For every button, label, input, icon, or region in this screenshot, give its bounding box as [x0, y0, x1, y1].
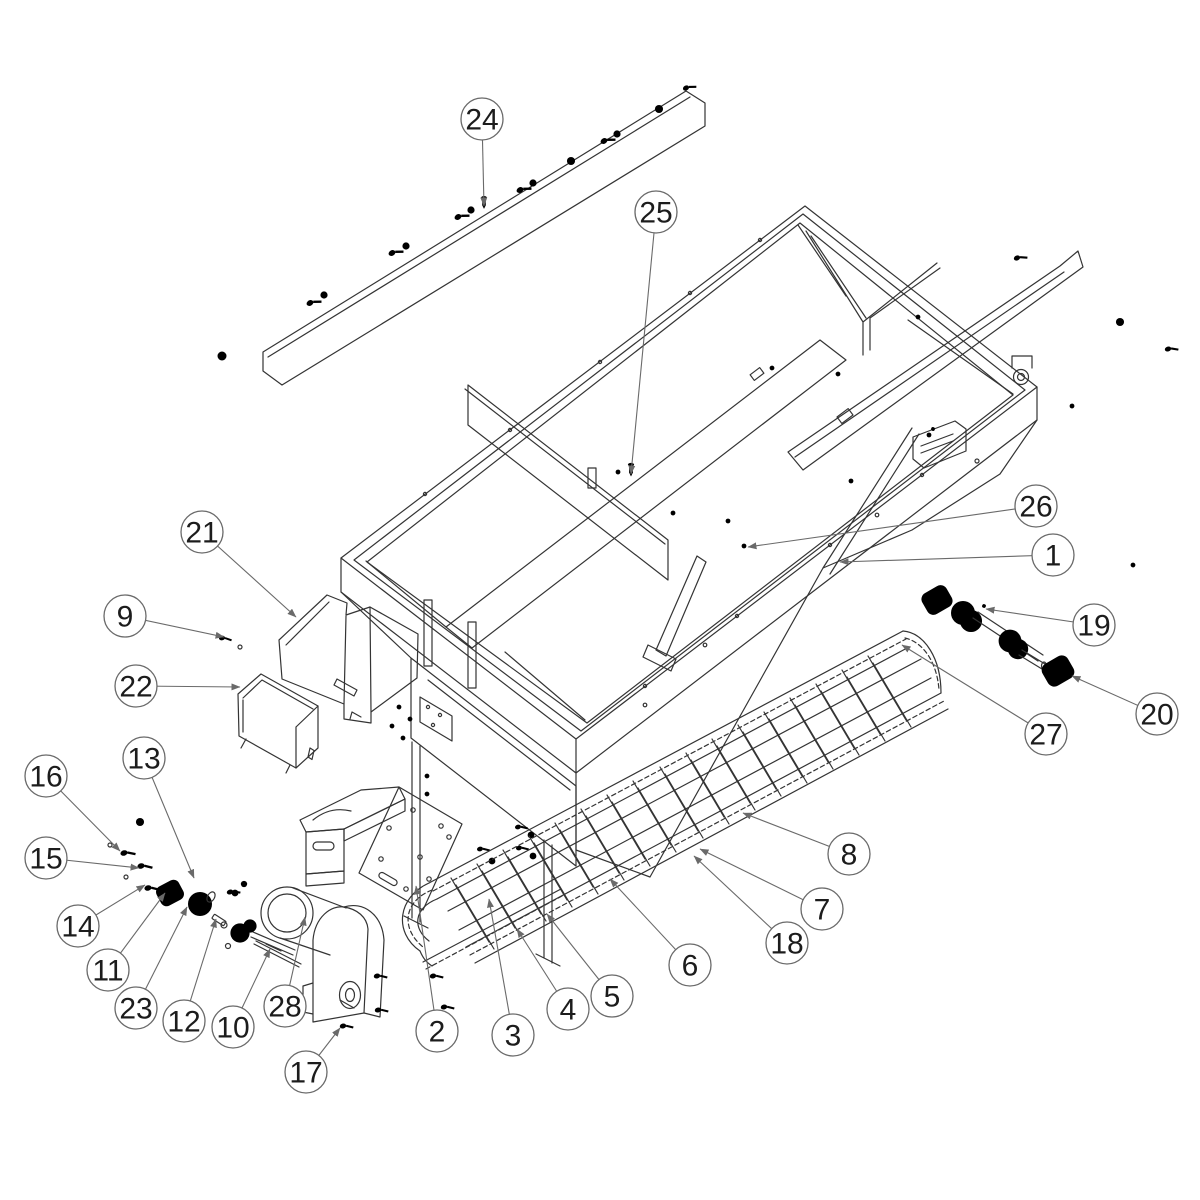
callout-10-label: 10 [216, 1012, 249, 1045]
bolt-part-9 [218, 634, 233, 644]
callout-3-label: 3 [505, 1020, 522, 1053]
callout-10: 10 [211, 948, 271, 1049]
callout-2-label: 2 [429, 1016, 446, 1049]
callout-8: 8 [742, 812, 871, 876]
drive-small-parts [107, 817, 239, 927]
callout-13: 13 [122, 736, 195, 879]
callout-18: 18 [693, 855, 809, 965]
bearing-flange-part-11 [153, 877, 187, 909]
drawing-artwork [107, 80, 1180, 1032]
side-rail-strip [787, 250, 1084, 471]
callout-15-label: 15 [29, 843, 62, 876]
callout-15: 15 [24, 836, 140, 880]
callout-21: 21 [180, 510, 297, 618]
callout-26: 26 [747, 484, 1058, 550]
callout-26-label: 26 [1019, 491, 1052, 524]
callout-20-label: 20 [1140, 699, 1173, 732]
callout-22-label: 22 [119, 671, 152, 704]
callout-28: 28 [263, 916, 307, 1028]
gear-motor [220, 880, 456, 1032]
callout-27: 27 [901, 644, 1068, 756]
callout-19: 19 [985, 603, 1116, 647]
callout-5: 5 [546, 913, 634, 1018]
callout-13-label: 13 [127, 743, 160, 776]
callout-28-label: 28 [268, 991, 301, 1024]
callout-11-label: 11 [92, 955, 123, 988]
callout-2: 2 [413, 885, 459, 1053]
callout-21-label: 21 [185, 517, 218, 550]
callout-23: 23 [114, 906, 188, 1030]
bearing-flange-left [918, 582, 956, 618]
callouts-layer: 1 2 3 4 5 6 7 [24, 97, 1179, 1094]
bolt-part-15 [136, 860, 154, 873]
callout-4: 4 [516, 928, 590, 1031]
callout-16: 16 [24, 754, 121, 852]
callout-3: 3 [487, 898, 535, 1057]
callout-12: 12 [162, 918, 217, 1043]
callout-12-label: 12 [167, 1006, 200, 1039]
callout-27-label: 27 [1029, 719, 1062, 752]
callout-16-label: 16 [29, 761, 62, 794]
callout-7: 7 [699, 848, 844, 931]
callout-1: 1 [839, 533, 1075, 577]
callout-24-label: 24 [465, 104, 498, 137]
callout-18-label: 18 [770, 928, 803, 961]
callout-17-label: 17 [289, 1057, 322, 1090]
top-mounting-strip [217, 80, 706, 386]
callout-25-label: 25 [639, 197, 672, 230]
idler-shaft-assembly [918, 582, 1078, 690]
callout-22: 22 [114, 664, 241, 708]
shaft-key [265, 943, 282, 952]
callout-9: 9 [103, 594, 225, 639]
callout-1-label: 1 [1045, 540, 1062, 573]
callout-8-label: 8 [841, 839, 858, 872]
conveyor-chain [401, 630, 949, 970]
callout-20: 20 [1071, 675, 1179, 736]
callout-25: 25 [628, 190, 678, 475]
callout-24: 24 [460, 97, 504, 207]
deflector-cover-large [278, 594, 419, 724]
motor-mount-plate [299, 770, 537, 911]
callout-14-label: 14 [61, 911, 94, 944]
callout-6-label: 6 [682, 950, 699, 983]
callout-5-label: 5 [604, 981, 621, 1014]
hopper-body [340, 205, 1180, 967]
oring-part-16 [135, 817, 145, 827]
callout-4-label: 4 [560, 994, 577, 1027]
callout-17: 17 [284, 1027, 341, 1094]
bearing-flange-part-20 [1038, 652, 1078, 690]
callout-7-label: 7 [814, 894, 831, 927]
key-part-12 [211, 913, 227, 927]
callout-23-label: 23 [119, 993, 152, 1026]
deflector-cover-small [218, 634, 319, 774]
callout-11: 11 [86, 892, 166, 992]
callout-6: 6 [609, 878, 712, 987]
bolt-part-17 [339, 1021, 355, 1032]
callout-14: 14 [56, 884, 146, 948]
callout-9-label: 9 [117, 601, 134, 634]
callout-19-label: 19 [1077, 610, 1110, 643]
